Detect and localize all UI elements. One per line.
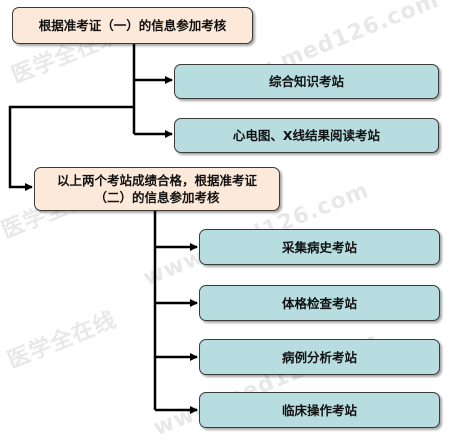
station-box-general-knowledge: 综合知识考站 bbox=[174, 64, 439, 99]
station-label: 临床操作考站 bbox=[281, 402, 357, 418]
station-box-clinical-operation: 临床操作考站 bbox=[199, 392, 440, 428]
stage1-label: 根据准考证（一）的信息参加考核 bbox=[38, 18, 227, 33]
station-label: 病例分析考站 bbox=[281, 349, 357, 365]
station-label: 体格检查考站 bbox=[281, 295, 357, 311]
station-box-case-analysis: 病例分析考站 bbox=[199, 339, 440, 375]
link-arrow bbox=[8, 105, 134, 191]
stage2-label-line1: 以上两个考站成绩合格，根据准考证 bbox=[56, 173, 257, 188]
station-box-physical-exam: 体格检查考站 bbox=[199, 285, 440, 321]
station-box-ecg-xray: 心电图、X线结果阅读考站 bbox=[174, 118, 439, 153]
stage1-box: 根据准考证（一）的信息参加考核 bbox=[12, 7, 253, 44]
station-label: 综合知识考站 bbox=[268, 74, 344, 89]
station-label: 心电图、X线结果阅读考站 bbox=[232, 128, 381, 143]
stage2-box: 以上两个考站成绩合格，根据准考证 （二）的信息参加考核 bbox=[34, 167, 280, 211]
station-label: 采集病史考站 bbox=[281, 239, 357, 255]
station-box-history-taking: 采集病史考站 bbox=[199, 229, 440, 265]
stage2-label-line2: （二）的信息参加考核 bbox=[94, 190, 220, 205]
